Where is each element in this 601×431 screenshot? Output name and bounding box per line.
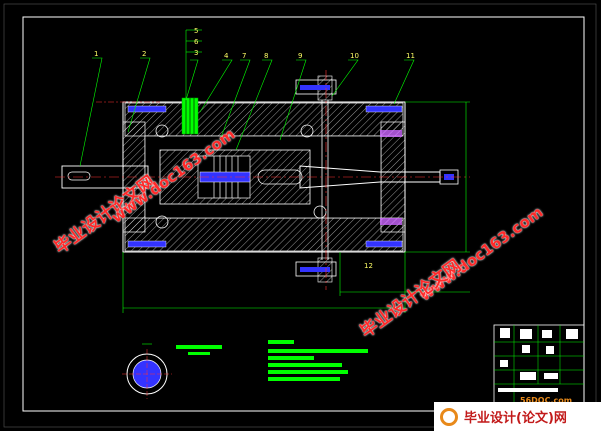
footer-brand: 毕业设计(论文)网 xyxy=(464,411,567,426)
balloon-12: 12 xyxy=(364,262,373,270)
balloon-7: 7 xyxy=(242,52,246,60)
balloon-5: 5 xyxy=(194,27,198,35)
housing-top-wall xyxy=(124,102,404,137)
logo-ring-icon xyxy=(440,407,458,426)
balloon-8: 8 xyxy=(264,52,268,60)
footer-logo: 毕业设计(论文)网 xyxy=(434,402,601,431)
balloon-4: 4 xyxy=(224,52,229,60)
drawing-border xyxy=(22,16,585,412)
top-flange xyxy=(295,79,337,95)
bearing-bottom-left xyxy=(155,215,169,229)
title-block xyxy=(493,324,585,412)
balloon-1: 1 xyxy=(94,50,98,58)
dimension-lines xyxy=(122,101,470,313)
technical-requirements xyxy=(268,340,368,381)
balloon-3: 3 xyxy=(194,49,198,57)
balloon-11: 11 xyxy=(406,52,415,60)
footer-url: 56DOC.com xyxy=(520,396,573,405)
bearing-top-left xyxy=(155,124,169,138)
assembly-section-view xyxy=(55,70,470,290)
bottom-flange xyxy=(295,261,337,277)
section-notes xyxy=(176,345,222,355)
part-callouts xyxy=(79,29,415,167)
housing-bottom-wall xyxy=(124,217,404,252)
section-view-circle xyxy=(122,343,172,399)
balloon-10: 10 xyxy=(350,52,359,60)
bearing-top-right xyxy=(300,124,314,138)
balloon-6: 6 xyxy=(194,38,199,46)
balloon-9: 9 xyxy=(298,52,302,60)
balloon-labels: 1 2 5 6 3 4 7 8 9 10 11 12 xyxy=(94,27,415,270)
outer-border xyxy=(3,3,597,428)
housing-bolts xyxy=(127,105,403,248)
balloon-2: 2 xyxy=(142,50,146,58)
bearing-bottom-right xyxy=(313,205,327,219)
